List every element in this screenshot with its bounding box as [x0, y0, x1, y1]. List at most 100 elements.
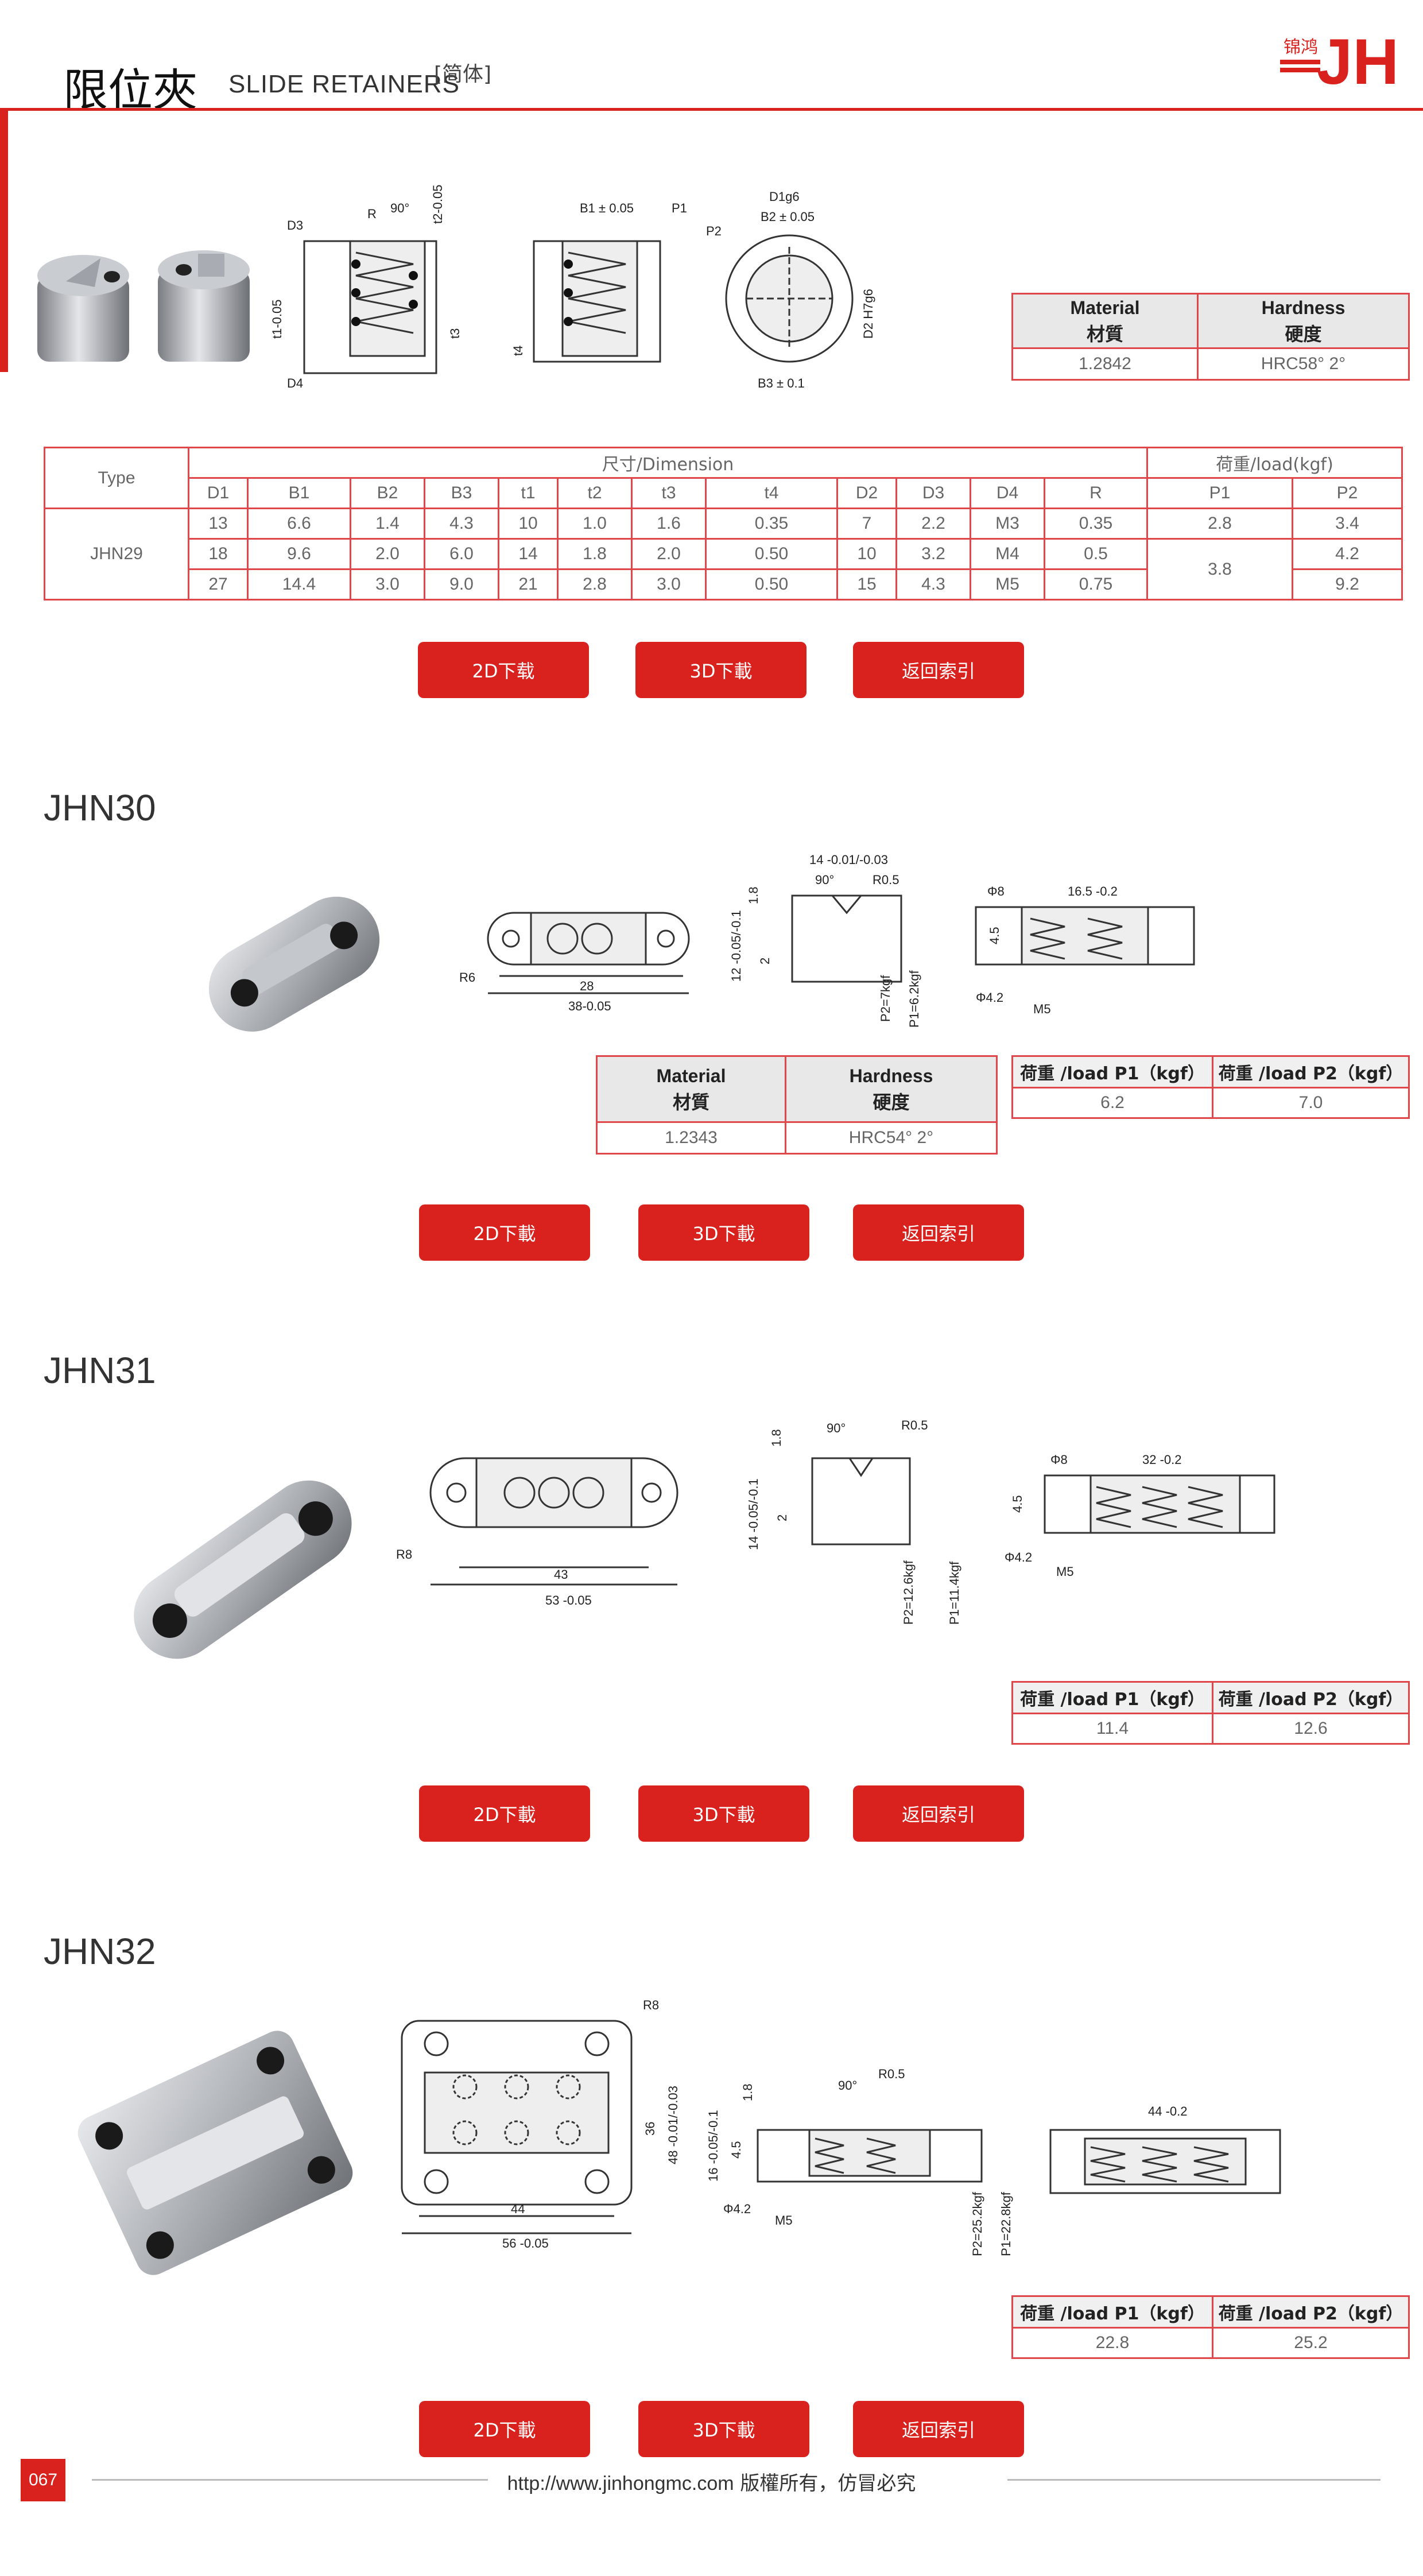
- jhn31-section-title: JHN31: [44, 1350, 156, 1391]
- jhn30-technical-drawing: R6 28 38-0.05 14 -0.01/-0.03 90° R0.5 1.…: [459, 853, 1195, 1028]
- svg-text:P1=6.2kgf: P1=6.2kgf: [907, 970, 921, 1028]
- svg-text:D1g6: D1g6: [769, 189, 800, 204]
- svg-text:90°: 90°: [838, 2078, 857, 2093]
- svg-text:t2-0.05: t2-0.05: [431, 185, 445, 224]
- svg-text:43: 43: [554, 1567, 568, 1582]
- svg-text:56 -0.05: 56 -0.05: [502, 2236, 549, 2250]
- svg-text:14 -0.05/-0.1: 14 -0.05/-0.1: [746, 1478, 761, 1550]
- svg-text:Φ8: Φ8: [1050, 1452, 1068, 1467]
- svg-text:R0.5: R0.5: [873, 873, 899, 887]
- jhn29-product-photo: [37, 250, 250, 362]
- jhn29-3d-download-button[interactable]: 3D下載: [635, 642, 807, 698]
- svg-text:P2=7kgf: P2=7kgf: [878, 975, 893, 1022]
- svg-text:90°: 90°: [390, 201, 409, 215]
- svg-text:1.8: 1.8: [740, 2083, 755, 2101]
- svg-text:28: 28: [580, 979, 594, 993]
- svg-text:90°: 90°: [827, 1421, 846, 1435]
- svg-text:B1 ± 0.05: B1 ± 0.05: [580, 201, 634, 215]
- svg-text:R8: R8: [643, 1998, 659, 2012]
- svg-text:t3: t3: [448, 328, 462, 339]
- jhn30-back-to-index-button[interactable]: 返回索引: [853, 1204, 1024, 1261]
- jhn29-back-to-index-button[interactable]: 返回索引: [853, 642, 1024, 698]
- svg-text:R0.5: R0.5: [878, 2067, 905, 2081]
- svg-text:2: 2: [758, 958, 772, 964]
- jhn31-technical-drawing: R8 43 53 -0.05 90° R0.5 1.8 14 -0.05/-0.…: [396, 1418, 1275, 1625]
- svg-text:14 -0.01/-0.03: 14 -0.01/-0.03: [809, 853, 888, 867]
- svg-text:P2=25.2kgf: P2=25.2kgf: [970, 2191, 984, 2256]
- jhn32-2d-download-button[interactable]: 2D下載: [419, 2401, 590, 2457]
- jhn30-2d-download-button[interactable]: 2D下載: [419, 1204, 590, 1261]
- svg-text:1.8: 1.8: [769, 1429, 784, 1447]
- svg-text:38-0.05: 38-0.05: [568, 999, 611, 1013]
- jhn29-dimension-table: Type 尺寸/Dimension 荷重/load(kgf) D1 B1 B2 …: [44, 447, 1403, 601]
- jhn30-section-title: JHN30: [44, 787, 156, 828]
- side-accent-bar: [0, 108, 8, 372]
- page-number: 067: [21, 2459, 65, 2501]
- jhn31-product-photo: [134, 1480, 352, 1659]
- jhn30-product-photo: [208, 896, 380, 1032]
- svg-text:Φ8: Φ8: [987, 884, 1005, 898]
- svg-text:锦鸿: 锦鸿: [1284, 38, 1318, 57]
- svg-text:t4: t4: [511, 346, 525, 356]
- svg-text:t1-0.05: t1-0.05: [270, 300, 284, 339]
- page-title-en: SLIDE RETAINERS: [228, 70, 460, 98]
- svg-text:R0.5: R0.5: [901, 1418, 928, 1432]
- svg-text:JH: JH: [1317, 26, 1399, 91]
- svg-text:Φ4.2: Φ4.2: [1005, 1550, 1032, 1564]
- svg-text:32 -0.2: 32 -0.2: [1142, 1452, 1182, 1467]
- svg-text:P1=22.8kgf: P1=22.8kgf: [999, 2191, 1013, 2256]
- svg-text:D4: D4: [287, 376, 303, 390]
- svg-text:D2 H7g6: D2 H7g6: [861, 289, 875, 339]
- jhn31-2d-download-button[interactable]: 2D下載: [419, 1785, 590, 1842]
- footer-divider-left: [92, 2479, 488, 2481]
- language-variant: [简体]: [434, 63, 492, 86]
- jhn31-back-to-index-button[interactable]: 返回索引: [853, 1785, 1024, 1842]
- svg-text:Φ4.2: Φ4.2: [976, 990, 1003, 1005]
- svg-text:4.5: 4.5: [1010, 1495, 1025, 1513]
- svg-text:2: 2: [775, 1514, 789, 1521]
- svg-text:90°: 90°: [815, 873, 834, 887]
- jhn29-2d-download-button[interactable]: 2D下载: [418, 642, 589, 698]
- svg-text:D3: D3: [287, 218, 303, 233]
- jhn32-product-photo: [77, 2031, 353, 2275]
- jhn32-section-title: JHN32: [44, 1931, 156, 1972]
- svg-text:44 -0.2: 44 -0.2: [1148, 2104, 1188, 2118]
- svg-text:M5: M5: [775, 2213, 793, 2228]
- jh-logo: 锦鸿 JH: [1280, 26, 1399, 91]
- jhn29-technical-drawing: D3 D4 R 90° t1-0.05 t2-0.05 t3 t4 B1 ± 0…: [270, 185, 875, 391]
- svg-text:P2: P2: [706, 224, 722, 238]
- svg-text:4.5: 4.5: [987, 927, 1002, 944]
- svg-text:R6: R6: [459, 970, 475, 985]
- svg-text:4.5: 4.5: [729, 2141, 743, 2159]
- svg-text:36: 36: [643, 2122, 657, 2136]
- jhn31-3d-download-button[interactable]: 3D下載: [638, 1785, 809, 1842]
- svg-text:M5: M5: [1056, 1564, 1074, 1579]
- jhn32-3d-download-button[interactable]: 3D下載: [638, 2401, 809, 2457]
- svg-text:48 -0.01/-0.03: 48 -0.01/-0.03: [666, 2086, 680, 2164]
- footer-url[interactable]: http://www.jinhongmc.com: [507, 2473, 734, 2494]
- svg-text:M5: M5: [1033, 1002, 1051, 1016]
- footer-rights: 版權所有，仿冒必究: [740, 2472, 916, 2495]
- svg-text:44: 44: [511, 2202, 525, 2216]
- jhn32-back-to-index-button[interactable]: 返回索引: [853, 2401, 1024, 2457]
- svg-text:16 -0.05/-0.1: 16 -0.05/-0.1: [706, 2110, 720, 2182]
- header-divider: [0, 108, 1423, 111]
- jhn30-3d-download-button[interactable]: 3D下載: [638, 1204, 809, 1261]
- svg-text:P1: P1: [672, 201, 687, 215]
- svg-text:1.8: 1.8: [746, 886, 761, 904]
- svg-text:12 -0.05/-0.1: 12 -0.05/-0.1: [729, 910, 743, 982]
- svg-text:P1=11.4kgf: P1=11.4kgf: [947, 1561, 961, 1625]
- svg-text:R: R: [367, 207, 377, 221]
- svg-text:16.5 -0.2: 16.5 -0.2: [1068, 884, 1118, 898]
- svg-text:P2=12.6kgf: P2=12.6kgf: [901, 1560, 916, 1625]
- jhn32-technical-drawing: R8 44 56 -0.05 36 48 -0.01/-0.03 90° R0.…: [401, 1998, 1281, 2256]
- svg-text:53 -0.05: 53 -0.05: [545, 1593, 592, 1607]
